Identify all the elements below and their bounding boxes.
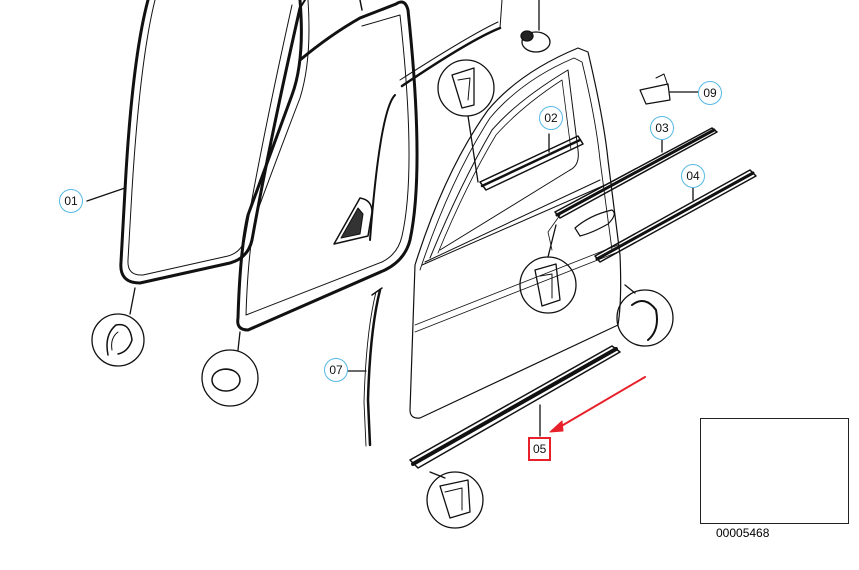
callout-09[interactable]: 09 [698, 81, 722, 105]
door-plug [520, 0, 551, 53]
vertical-seal-07 [344, 287, 383, 447]
window-belt-strip-02 [479, 133, 584, 191]
section-detail-side [616, 284, 674, 347]
inset-frame [700, 418, 849, 524]
callout-02[interactable]: 02 [539, 106, 563, 130]
door-opening-seal-01 [86, 0, 306, 285]
door-moulding-04 [594, 169, 757, 263]
section-detail-sill [426, 471, 484, 529]
mirror-triangle-trim [333, 197, 373, 245]
bracket-09 [639, 73, 699, 105]
callout-01[interactable]: 01 [59, 189, 83, 213]
callout-03[interactable]: 03 [650, 116, 674, 140]
section-detail-top [437, 59, 495, 183]
door-panel [409, 47, 622, 419]
diagram-id: 00005468 [716, 526, 770, 540]
callout-07[interactable]: 07 [324, 358, 348, 382]
section-detail-belt [519, 224, 577, 314]
section-detail-frame [201, 331, 259, 407]
door-frame-seal [236, 0, 419, 332]
door-sill-strip-05 [409, 345, 621, 469]
outer-belt-moulding-03 [554, 127, 718, 219]
callout-05-highlighted[interactable]: 05 [528, 437, 552, 461]
roof-seal-strip [369, 0, 503, 241]
section-detail-01 [91, 287, 145, 367]
callout-04[interactable]: 04 [681, 164, 705, 188]
highlight-arrow [549, 376, 646, 433]
